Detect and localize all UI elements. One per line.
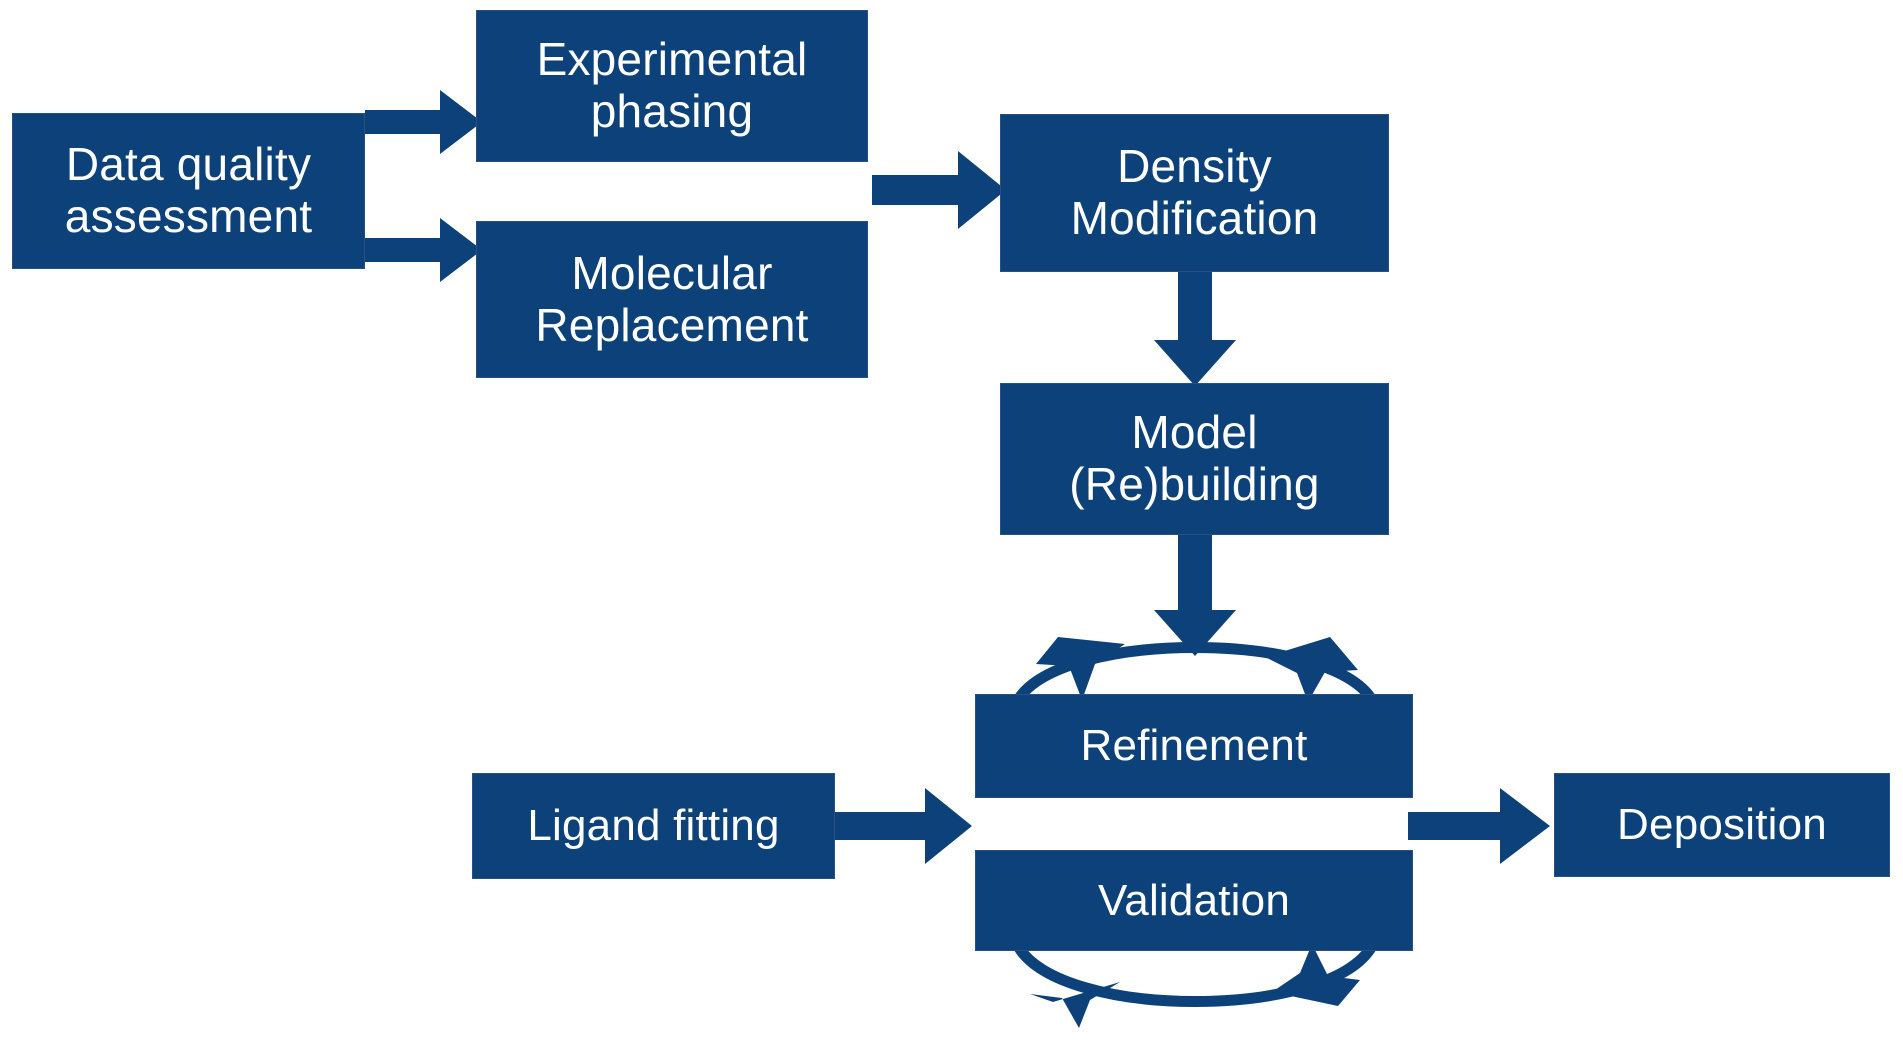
node-validation[interactable]: Validation: [975, 850, 1413, 951]
node-density-modification[interactable]: Density Modification: [1000, 114, 1389, 272]
node-molecular-replacement[interactable]: Molecular Replacement: [476, 221, 868, 378]
cycle-arrowhead-top-left: [1036, 637, 1125, 700]
cycle-arc-top: [1013, 642, 1377, 704]
node-deposition[interactable]: Deposition: [1554, 773, 1890, 877]
cycle-arrowhead-bottom-right: [1272, 944, 1360, 1006]
arrow-dataquality-to-molrep: [365, 218, 482, 282]
node-ligand-fitting[interactable]: Ligand fitting: [472, 773, 835, 879]
arrow-densitymod-to-modelbuild: [1154, 272, 1236, 386]
arrow-modelbuild-to-refinement: [1154, 535, 1236, 656]
arrow-phasing-to-densitymod: [872, 151, 1006, 229]
node-refinement[interactable]: Refinement: [975, 694, 1413, 798]
arrow-dataquality-to-expphasing: [365, 90, 482, 154]
node-data-quality-assessment[interactable]: Data quality assessment: [12, 113, 365, 269]
arrow-ligandfitting-to-refinement: [835, 788, 972, 864]
cycle-arc-bottom: [1013, 942, 1377, 1007]
cycle-arrowhead-bottom-left: [1030, 982, 1120, 1028]
node-model-rebuilding[interactable]: Model (Re)building: [1000, 383, 1389, 535]
arrow-validation-to-deposition: [1408, 788, 1550, 864]
cycle-arrowhead-top-right: [1265, 637, 1358, 702]
node-experimental-phasing[interactable]: Experimental phasing: [476, 10, 868, 162]
